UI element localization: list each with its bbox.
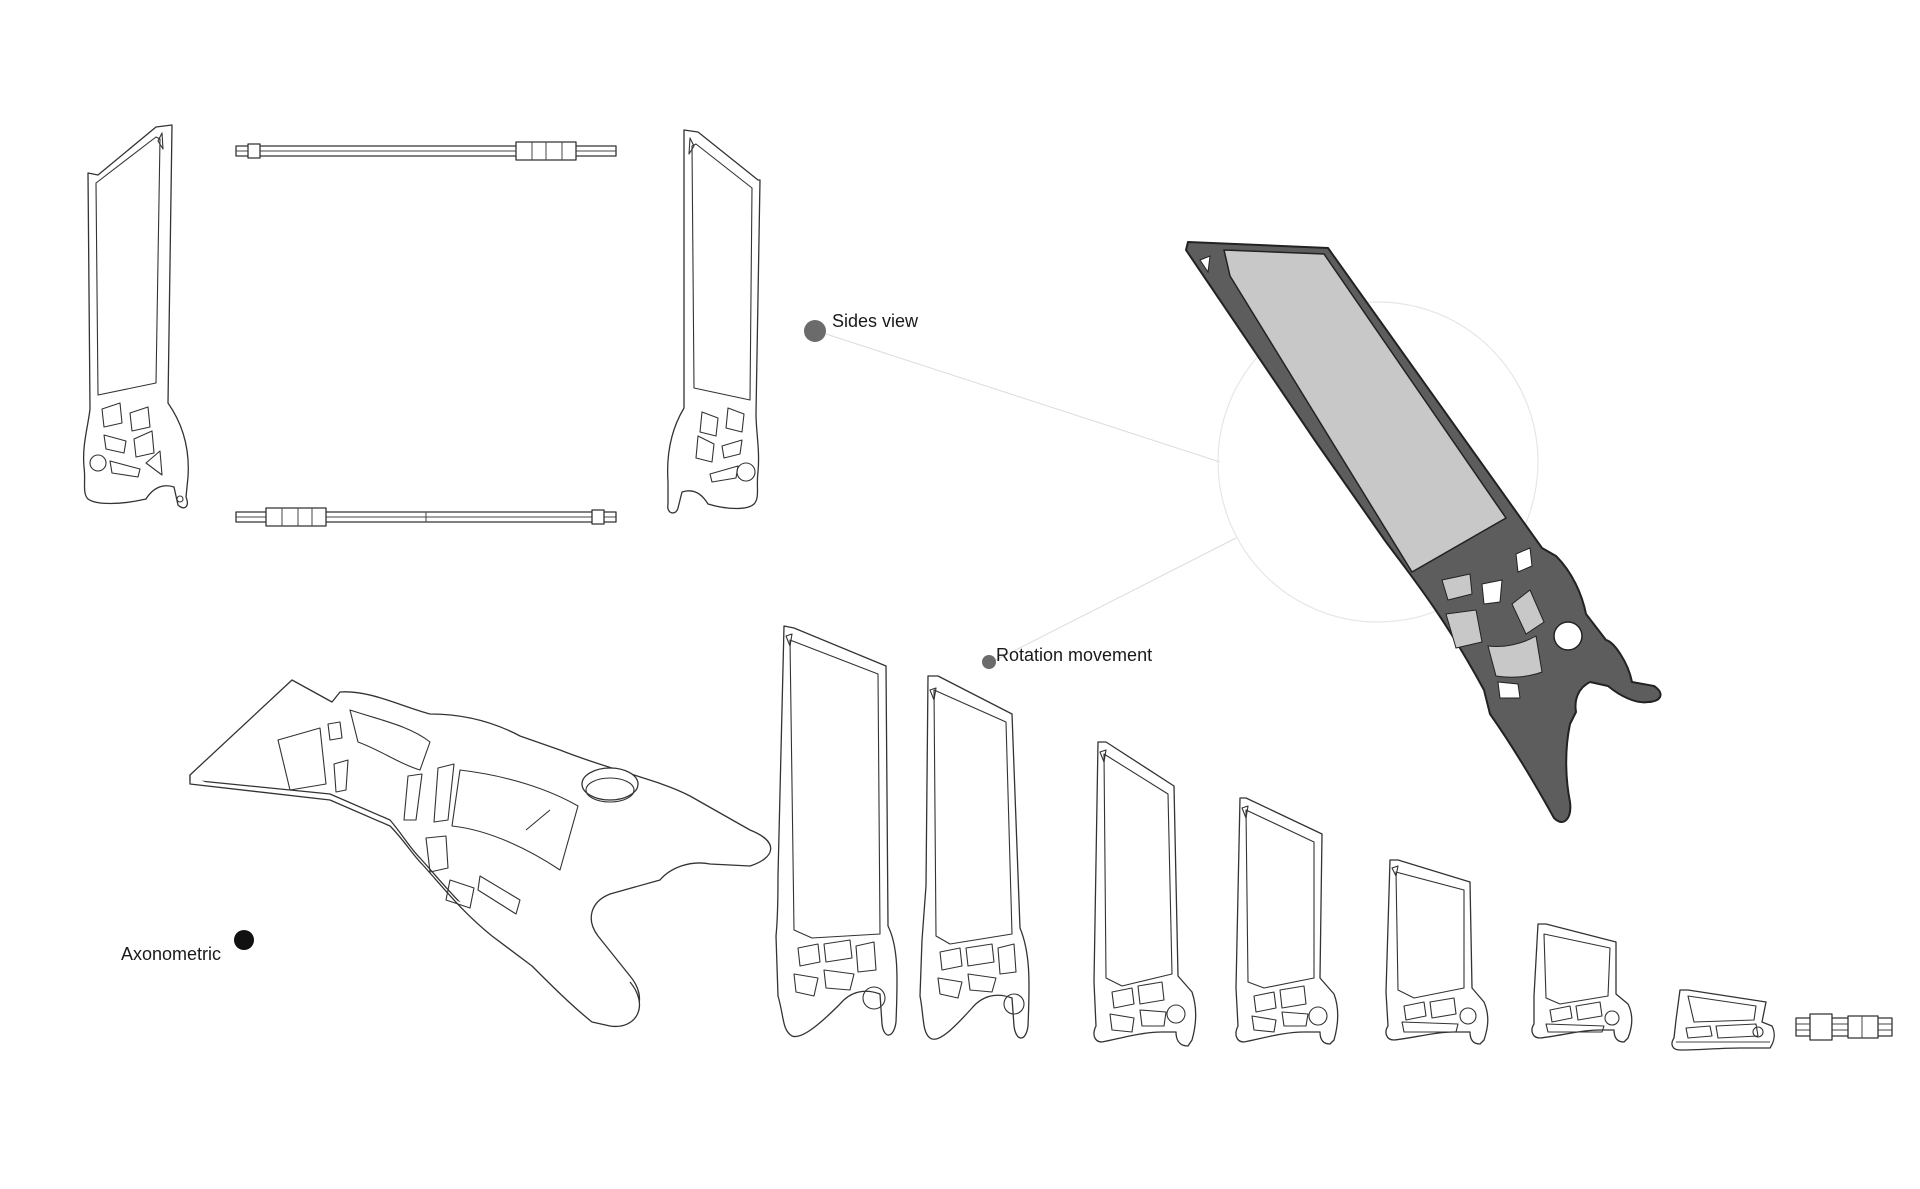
plan-view-bottom: [235, 507, 617, 527]
side-elevation-right: [666, 129, 761, 514]
rotation-movement-label: Rotation movement: [996, 645, 1153, 665]
axonometric-label: Axonometric: [121, 944, 222, 964]
rendered-stand-tilted: [1185, 241, 1662, 823]
side-elevation-left: [82, 124, 189, 509]
rotation-step-2: [919, 675, 1030, 1040]
rotation-step-6: [1531, 923, 1633, 1043]
axonometric-bullet: [234, 930, 254, 950]
detail-guide-circle: [1217, 301, 1539, 623]
rotation-step-1: [775, 625, 898, 1038]
sides-view-leader: [825, 333, 1221, 463]
rotation-leader: [995, 537, 1237, 661]
rotation-step-3: [1093, 741, 1197, 1047]
rotation-step-4: [1235, 797, 1339, 1045]
axonometric-base-drawing: [189, 679, 772, 1028]
rotation-step-8: [1795, 1013, 1893, 1041]
plan-view-top: [235, 141, 617, 161]
rotation-step-7: [1671, 989, 1775, 1051]
rotation-movement-bullet: [982, 655, 996, 669]
sides-view-bullet: [804, 320, 826, 342]
sides-view-label: Sides view: [832, 311, 919, 331]
rotation-step-5: [1385, 859, 1489, 1045]
